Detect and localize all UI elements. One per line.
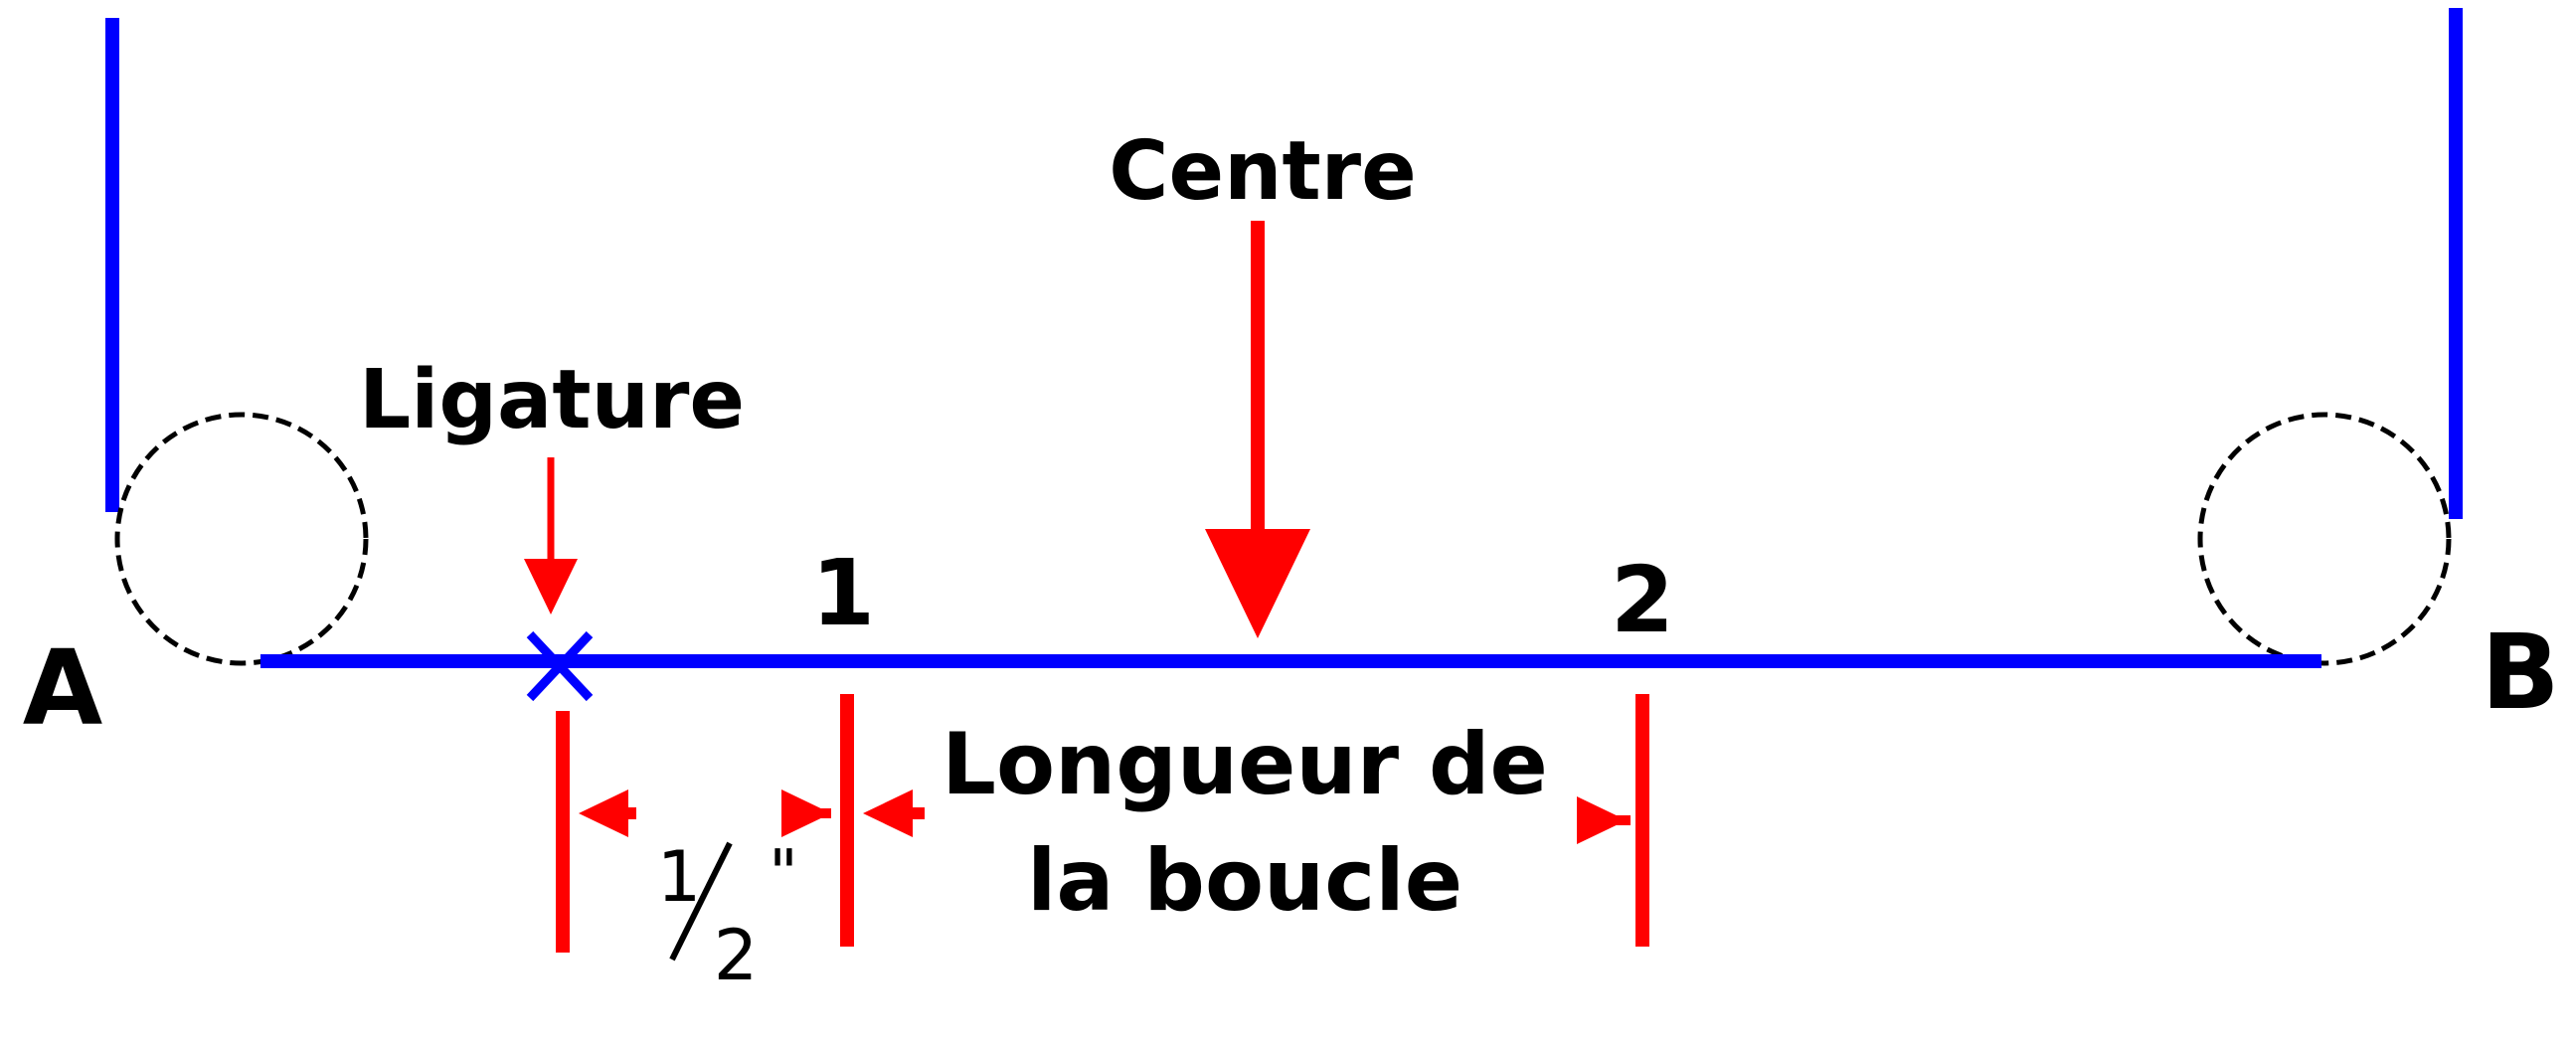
- point-b-label: B: [2481, 612, 2559, 733]
- loop-length-label-line2: la boucle: [1027, 831, 1462, 931]
- half-inch-label: 1 2 ": [657, 836, 798, 996]
- ligature-arrow: [524, 457, 578, 614]
- mark-1-label: 1: [811, 540, 875, 646]
- half-inch-unit: ": [769, 837, 797, 911]
- centre-arrow: [1205, 221, 1310, 638]
- centre-label: Centre: [1109, 124, 1416, 219]
- right-pulley: [2197, 412, 2452, 666]
- fraction-slash: [669, 841, 733, 962]
- mark-2-label: 2: [1611, 547, 1674, 653]
- left-pulley: [114, 412, 369, 666]
- half-inch-numerator: 1: [657, 836, 702, 918]
- loop-length-label-line1: Longueur de: [942, 715, 1548, 814]
- ligature-label: Ligature: [359, 353, 745, 447]
- half-inch-denominator: 2: [714, 915, 759, 996]
- dimension-arrows: [579, 789, 1631, 844]
- x-mark-icon: [526, 630, 594, 702]
- point-a-label: A: [23, 627, 103, 749]
